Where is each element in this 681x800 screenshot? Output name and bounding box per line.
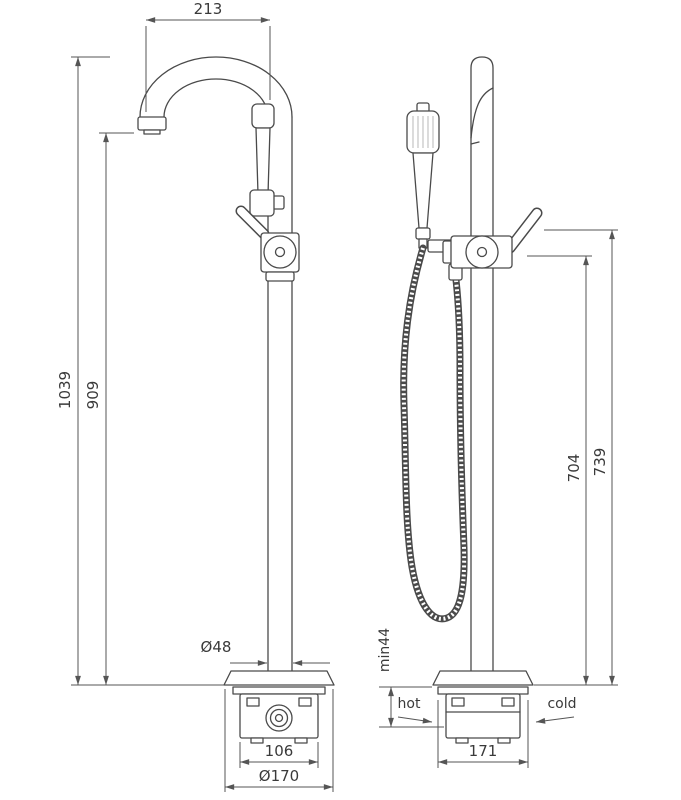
mixer-lever-side (504, 207, 543, 254)
riser-pipe-outline (470, 56, 494, 672)
body-collar-front (265, 271, 295, 282)
dim-1039-label: 1039 (56, 371, 74, 409)
dim-spout-height-group: 909 (84, 132, 134, 685)
dim-base-width-front-group: 106 (239, 742, 319, 768)
base-plate-side (437, 686, 529, 695)
body-knob-center-side (476, 246, 488, 258)
dim-739-label: 739 (591, 448, 609, 477)
spout-outer-curve (139, 56, 293, 118)
column-side (470, 56, 494, 672)
mixer-lever-front (235, 205, 270, 240)
dim-outlet-height-group: 704 (527, 255, 592, 685)
dim-column-diameter-group: Ø48 (201, 638, 330, 666)
dim-min44-label: min44 (377, 628, 393, 672)
hand-shower-side (406, 102, 440, 249)
hose-ribbing (401, 247, 467, 621)
spout-inner-curve (163, 78, 269, 118)
base-nut-right-front (298, 697, 312, 707)
spout-aerator (143, 129, 161, 135)
front-view (137, 56, 335, 744)
dim-213-label: 213 (194, 0, 223, 18)
base-tab-right-front (294, 737, 308, 744)
spout-bend-hint (470, 87, 494, 139)
base-nut-left-side (451, 697, 465, 707)
spout-tip-edge (470, 141, 480, 145)
dim-909-label: 909 (84, 381, 102, 410)
base-nut-left-front (246, 697, 260, 707)
mixer-body-front (260, 232, 300, 282)
cold-arrow (535, 716, 575, 724)
handset-head-front (251, 103, 275, 129)
hot-arrow (397, 716, 433, 724)
base-tab-left-front (250, 737, 264, 744)
dim-106-label: 106 (265, 742, 294, 760)
spout (137, 56, 293, 135)
base-plate-front (232, 686, 326, 695)
hand-shower-front (249, 103, 285, 217)
base-fitting-inner (274, 713, 284, 723)
base-side (432, 670, 534, 744)
dim-overall-height-group: 1039 (56, 56, 110, 685)
base-front (223, 670, 335, 744)
handset-handle-side (412, 152, 434, 229)
base-flange-front (223, 670, 335, 686)
dim-min-clearance-group: min44 (377, 628, 444, 728)
lever-front-fill (237, 207, 268, 238)
dim-handle-height-group: 739 (544, 229, 618, 685)
shower-hose (400, 244, 468, 623)
base-tab-left-side (455, 737, 469, 744)
body-knob-center-front (274, 246, 286, 258)
base-flange-side (432, 670, 534, 686)
spout-nozzle (137, 116, 167, 131)
dim-48-label: Ø48 (201, 638, 232, 656)
dim-171-label: 171 (469, 742, 498, 760)
cold-label: cold (547, 696, 576, 712)
handset-face-lines (412, 116, 434, 148)
base-tab-right-side (497, 737, 511, 744)
dim-spout-reach-group: 213 (145, 0, 271, 112)
handset-cradle-front (249, 189, 275, 217)
supply-labels-group: hot cold (397, 696, 577, 724)
dim-base-width-side-group: 171 (437, 700, 529, 768)
mixer-body-side (427, 235, 513, 269)
side-view (400, 56, 543, 744)
base-nut-right-side (501, 697, 515, 707)
handset-nut (415, 227, 431, 240)
dim-170-label: Ø170 (259, 767, 299, 785)
handset-handle-front (255, 127, 271, 195)
hot-label: hot (398, 696, 421, 712)
lever-side-fill (506, 209, 541, 252)
dim-704-label: 704 (565, 454, 583, 483)
dim-base-plate-diameter-group: Ø170 (224, 689, 334, 792)
